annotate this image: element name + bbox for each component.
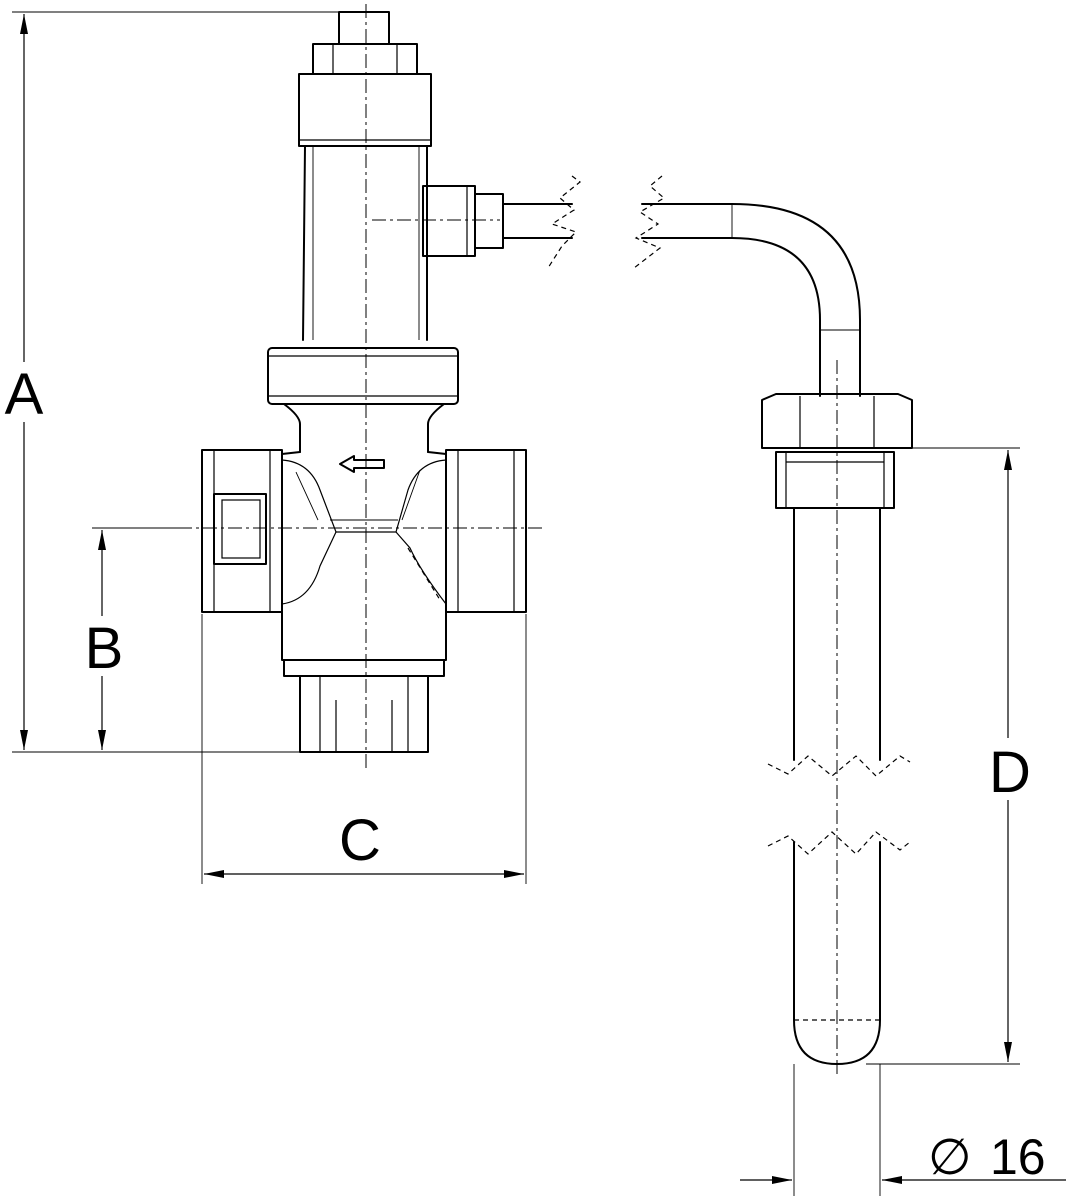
- diameter-value: 16: [990, 1129, 1046, 1185]
- valve-body: [201, 11, 581, 753]
- dimension-b-label: B: [85, 616, 124, 681]
- dimension-a-label: A: [5, 362, 44, 427]
- valve-centerlines: [178, 4, 546, 768]
- dimension-d: D: [866, 447, 1034, 1065]
- dimension-a: A: [0, 11, 339, 753]
- dimension-c-label: C: [339, 808, 381, 873]
- sensor-bulb: [633, 175, 913, 1065]
- diameter-symbol: ∅: [928, 1129, 972, 1185]
- dimension-c: C: [201, 614, 527, 884]
- dimension-b: B: [78, 527, 180, 750]
- dimension-diameter: ∅ 16: [740, 1064, 1066, 1196]
- dimension-d-label: D: [989, 740, 1031, 805]
